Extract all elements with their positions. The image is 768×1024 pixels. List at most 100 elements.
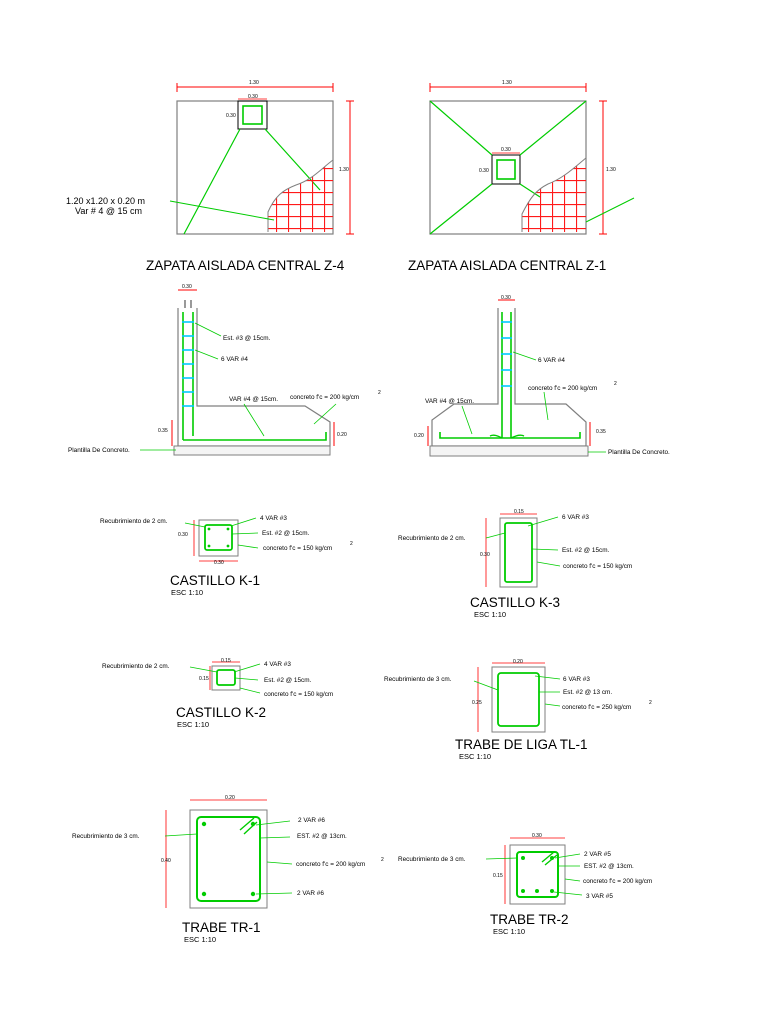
dim-left-label: 0.20	[414, 433, 424, 439]
note-line2: Var # 4 @ 15 cm	[75, 206, 142, 216]
est-label: Est. #2 @ 15cm.	[262, 530, 310, 537]
stirrup	[504, 522, 533, 583]
recub-label: Recubrimiento de 3 cm.	[384, 676, 452, 683]
col-w-label: 0.30	[501, 147, 511, 153]
trabe-tl1-section: 0.20 0.25 Recubrimiento de 3 cm. 6 VAR #…	[384, 659, 652, 761]
est-label: Est. #3 @ 15cm.	[223, 335, 271, 342]
var-label: 4 VAR #3	[260, 515, 287, 522]
note-line1: 1.20 x1.20 x 0.20 m	[66, 196, 145, 206]
stirrup	[196, 816, 261, 902]
dim-w-label: 0.30	[532, 833, 542, 839]
dim-w-label: 0.15	[221, 658, 231, 664]
dim-h-label: 0.30	[480, 552, 490, 558]
zapata-z1-title: ZAPATA AISLADA CENTRAL Z-1	[408, 258, 606, 273]
dim-w-label: 0.20	[513, 659, 523, 665]
rebar-grid	[522, 158, 586, 232]
concrete-outline	[509, 844, 566, 905]
svg-text:2: 2	[350, 541, 353, 547]
note-leader	[169, 200, 275, 221]
concrete-outline	[499, 517, 538, 588]
esc-label: ESC 1:10	[474, 610, 506, 619]
dim-h-label: 0.25	[472, 700, 482, 706]
bottom-bar	[439, 432, 581, 439]
bottom-bar	[183, 432, 327, 441]
dim-w-label: 0.15	[514, 509, 524, 515]
concrete-outline	[198, 519, 239, 557]
castillo-k3-section: 0.15 0.30 Recubrimiento de 2 cm. 6 VAR #…	[398, 509, 632, 619]
var-bottom-label: 3 VAR #5	[586, 893, 613, 900]
recub-label: Recubrimiento de 3 cm.	[72, 833, 140, 840]
est-label: Est. #2 @ 15cm.	[562, 547, 610, 554]
var-bottom-label: VAR #4 @ 15cm.	[425, 398, 474, 405]
esc-label: ESC 1:10	[171, 588, 203, 597]
plantilla-label: Plantilla De Concreto.	[608, 449, 670, 456]
plantilla-slab	[429, 445, 589, 457]
dim-height-label: 1.30	[339, 167, 349, 173]
zapata-z4-title: ZAPATA AISLADA CENTRAL Z-4	[146, 258, 345, 273]
column-stirrup	[242, 105, 263, 125]
esc-label: ESC 1:10	[177, 720, 209, 729]
diagonal-line	[429, 183, 493, 235]
var-bottom-label: VAR #4 @ 15cm.	[229, 396, 278, 403]
var-label: 4 VAR #3	[264, 661, 291, 668]
castillo-k3-title: CASTILLO K-3	[470, 595, 560, 610]
note-leader	[585, 197, 635, 223]
stirrup	[216, 669, 236, 686]
dim-right-label: 0.35	[596, 429, 606, 435]
concrete-outline	[211, 665, 241, 691]
dim-h-label: 0.15	[199, 676, 209, 682]
recub-label: Recubrimiento de 3 cm.	[398, 856, 466, 863]
concrete-label: concreto f'c = 200 kg/cm	[528, 385, 597, 392]
castillo-k1-title: CASTILLO K-1	[170, 573, 260, 588]
dim-right-label: 0.20	[337, 432, 347, 438]
esc-label: ESC 1:10	[459, 752, 491, 761]
dim-h-label: 0.40	[161, 858, 171, 864]
dim-h-label: 0.30	[178, 532, 188, 538]
castillo-k2-section: 0.15 0.15 Recubrimiento de 2 cm. 4 VAR #…	[102, 658, 333, 729]
var-label: 6 VAR #4	[221, 356, 248, 363]
dim-width-label: 1.30	[502, 80, 512, 86]
stirrups	[182, 321, 194, 407]
dim-w-label: 0.30	[214, 560, 224, 566]
concrete-label: concreto f'c = 200 kg/cm	[583, 878, 652, 885]
dim-width-label: 1.30	[249, 80, 259, 86]
est-label: EST. #2 @ 13cm.	[297, 833, 347, 840]
castillo-k2-title: CASTILLO K-2	[176, 705, 266, 720]
diagonal-line	[429, 100, 493, 156]
var-label: 6 VAR #3	[562, 514, 589, 521]
stirrup	[516, 851, 559, 898]
dim-height-label: 1.30	[606, 167, 616, 173]
concrete-outline	[189, 809, 268, 909]
footing-section-right: 0.30 6 VAR #4 concreto f'c = 200 kg/cm 2…	[414, 295, 670, 457]
col-w-label: 0.30	[248, 94, 258, 100]
var-label: 6 VAR #4	[538, 357, 565, 364]
recub-label: Recubrimiento de 2 cm.	[398, 535, 466, 542]
break-line	[521, 157, 587, 232]
zapata-z1-plan: 1.30 1.30 0.30 0.30 ZAPATA AISLADA CENTR…	[408, 80, 635, 273]
dim-h-label: 0.15	[493, 873, 503, 879]
svg-text:2: 2	[649, 700, 652, 706]
svg-text:2: 2	[378, 390, 381, 396]
break-line	[267, 159, 334, 232]
trabe-tl1-title: TRABE DE LIGA TL-1	[455, 737, 588, 752]
stirrup	[497, 672, 540, 727]
recub-label: Recubrimiento de 2 cm.	[102, 663, 170, 670]
trabe-tr1-title: TRABE TR-1	[182, 920, 261, 935]
plantilla-slab	[173, 445, 331, 456]
var-top-label: 2 VAR #5	[584, 851, 611, 858]
est-label: EST. #2 @ 13cm.	[584, 863, 634, 870]
concrete-label: concreto f'c = 250 kg/cm	[562, 704, 631, 711]
concrete-outline	[491, 666, 546, 733]
dim-left-label: 0.35	[158, 428, 168, 434]
var-top-label: 2 VAR #6	[298, 817, 325, 824]
recub-label: Recubrimiento de 2 cm.	[100, 518, 168, 525]
concrete-outline	[177, 308, 331, 447]
est-label: Est. #2 @ 15cm.	[264, 677, 312, 684]
zapata-z4-plan: 1.30 1.30 0.30 0.30 1.20 x1.20 x 0.20 m …	[66, 80, 354, 273]
esc-label: ESC 1:10	[184, 935, 216, 944]
column-outline	[491, 154, 521, 185]
concrete-label: concreto f'c = 150 kg/cm	[263, 545, 332, 552]
column-outline	[237, 100, 268, 130]
trabe-tr2-section: 0.30 0.15 Recubrimiento de 3 cm. 2 VAR #…	[398, 833, 652, 936]
